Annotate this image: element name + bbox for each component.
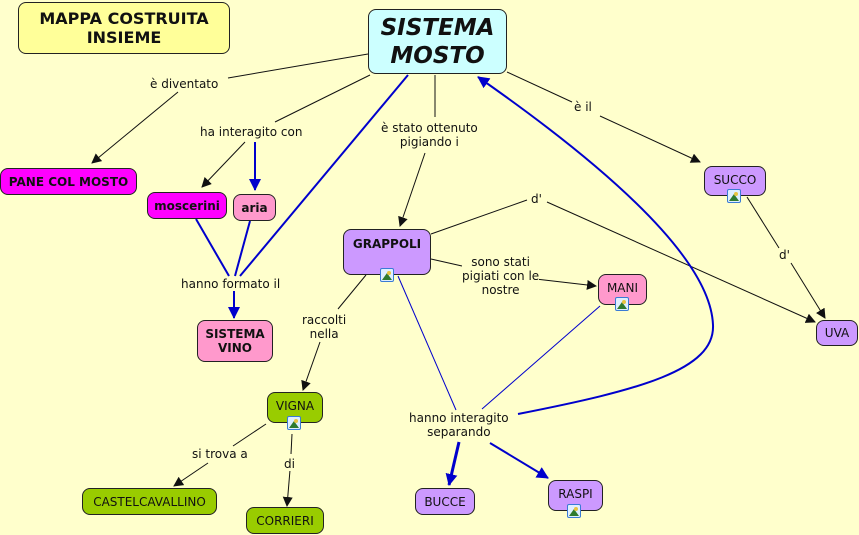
concept-uva[interactable]: UVA [816, 320, 858, 346]
link-label-hanno-formato-il[interactable]: hanno formato il [181, 277, 281, 291]
image-icon[interactable] [380, 268, 394, 282]
concept-castelcavallino[interactable]: CASTELCAVALLINO [82, 488, 217, 515]
link-label-di[interactable]: di [284, 457, 295, 471]
link-line-blue [445, 441, 461, 486]
link-label-raccolti-nella[interactable]: raccolti nella [302, 313, 347, 341]
link-curve-blue [477, 76, 715, 415]
link-line-blue [234, 220, 251, 277]
concept-corrieri[interactable]: CORRIERI [246, 507, 324, 534]
link-label-e-stato-ottenuto[interactable]: è stato ottenuto pigiando i [381, 121, 478, 149]
link-line [232, 423, 267, 447]
image-icon[interactable] [615, 297, 629, 311]
link-line [546, 201, 816, 323]
link-line [599, 115, 701, 163]
link-line-blue [397, 275, 457, 411]
link-label-si-trova-a[interactable]: si trova a [192, 447, 248, 461]
concept-sistema-vino[interactable]: SISTEMA VINO [197, 320, 273, 362]
link-line [274, 74, 371, 123]
concept-raspi[interactable]: RASPI [548, 480, 603, 511]
concept-grappoli[interactable]: GRAPPOLI [343, 229, 431, 275]
title-node[interactable]: MAPPA COSTRUITA INSIEME [18, 2, 230, 54]
concept-moscerini[interactable]: moscerini [147, 192, 227, 219]
link-label-hanno-interagito-separando[interactable]: hanno interagito separando [409, 411, 509, 439]
link-line [282, 469, 293, 507]
concept-aria[interactable]: aria [233, 194, 276, 221]
concept-sistema-mosto[interactable]: SISTEMA MOSTO [368, 9, 507, 74]
link-label-e-diventato[interactable]: è diventato [150, 77, 219, 91]
link-label-e-il[interactable]: è il [574, 100, 592, 114]
link-line-blue [239, 74, 409, 277]
link-line [227, 53, 369, 79]
link-line [430, 199, 528, 235]
concept-bucce[interactable]: BUCCE [415, 488, 475, 515]
link-line [201, 141, 246, 188]
concept-pane-col-mosto[interactable]: PANE COL MOSTO [0, 168, 137, 195]
link-line [746, 196, 780, 249]
link-line [398, 152, 426, 227]
link-line-blue [195, 218, 230, 277]
concept-vigna[interactable]: VIGNA [267, 392, 323, 423]
link-line [430, 258, 463, 267]
link-label-sono-stati-pigiati[interactable]: sono stati pigiati con le nostre [462, 255, 540, 297]
image-icon[interactable] [567, 504, 581, 518]
link-line [301, 341, 321, 391]
image-icon[interactable] [727, 189, 741, 203]
image-icon[interactable] [287, 416, 301, 430]
link-line [337, 274, 367, 310]
link-line [790, 262, 826, 319]
link-line-blue [481, 305, 601, 410]
link-line [290, 433, 293, 455]
link-line-blue [489, 442, 549, 479]
link-line [506, 71, 573, 103]
link-label-ha-interagito-con[interactable]: ha interagito con [200, 125, 303, 139]
link-line [91, 91, 179, 164]
link-line [173, 462, 209, 487]
link-label-d-succo-uva[interactable]: d' [779, 248, 790, 262]
link-label-d-grappoli-uva[interactable]: d' [531, 192, 542, 206]
